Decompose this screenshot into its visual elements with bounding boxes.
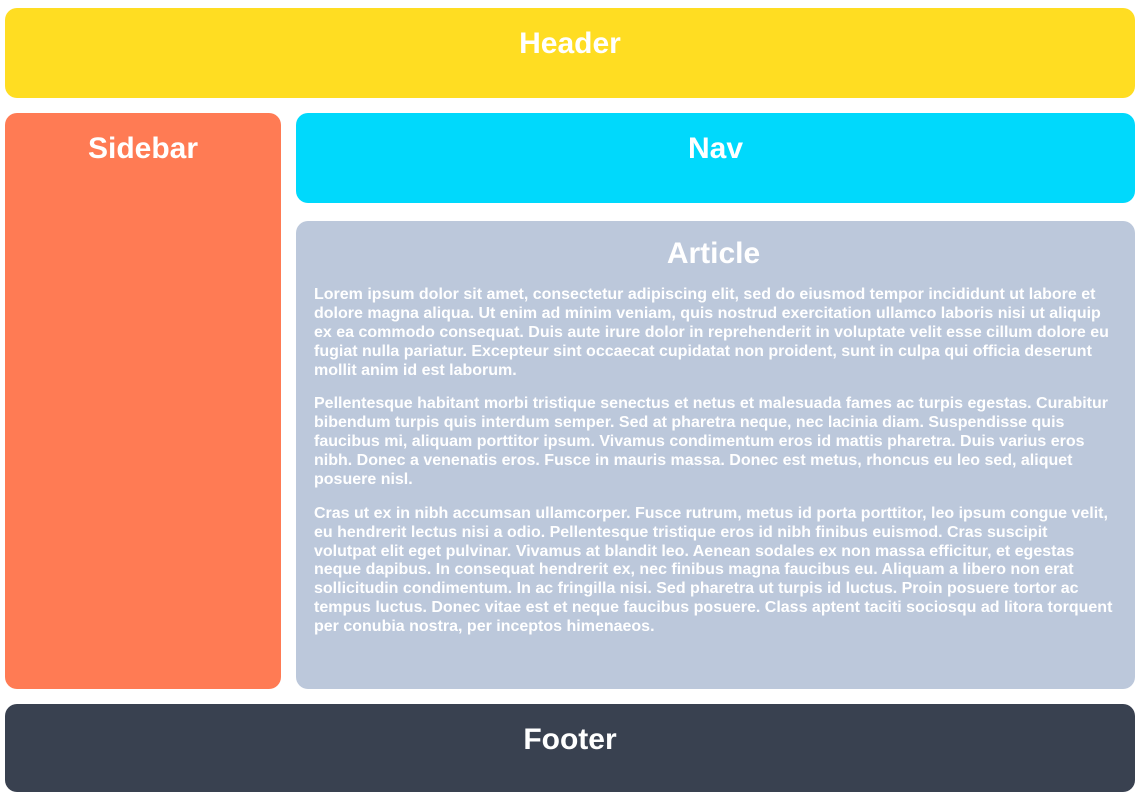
sidebar-title: Sidebar (87, 132, 199, 165)
footer-section: Footer (5, 704, 1135, 792)
sidebar-section: Sidebar (5, 113, 281, 689)
article-title: Article (666, 237, 761, 270)
content-row: Sidebar Nav Article Lorem ipsum dolor si… (5, 113, 1135, 689)
nav-section: Nav (296, 113, 1135, 203)
nav-title: Nav (687, 132, 744, 165)
header-title: Header (519, 27, 621, 60)
article-section: Article Lorem ipsum dolor sit amet, cons… (296, 221, 1135, 689)
article-paragraph-1: Lorem ipsum dolor sit amet, consectetur … (314, 286, 1109, 379)
article-paragraph-3: Cras ut ex in nibh accumsan ullamcorper.… (314, 504, 1113, 635)
header-section: Header (5, 8, 1135, 98)
footer-title: Footer (523, 723, 617, 756)
article-paragraph-2: Pellentesque habitant morbi tristique se… (314, 395, 1109, 488)
main-column: Nav Article Lorem ipsum dolor sit amet, … (296, 113, 1135, 689)
